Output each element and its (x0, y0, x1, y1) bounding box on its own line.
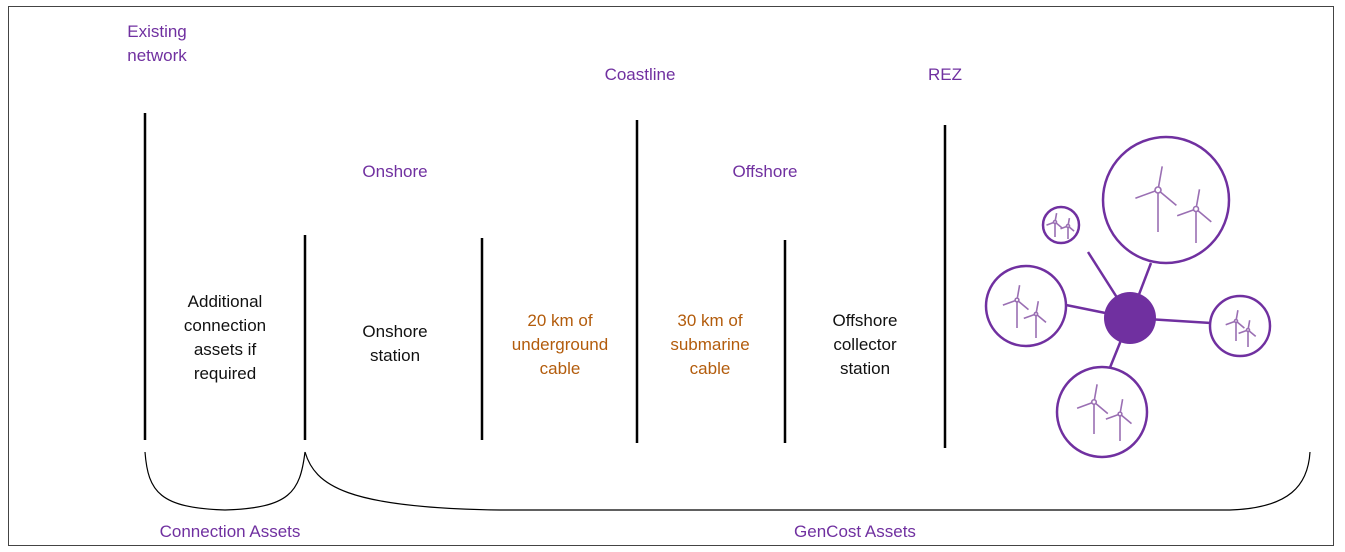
turbine-blade (1135, 189, 1159, 199)
gencost-assets-label: GenCost Assets (794, 522, 916, 541)
wind-farm (984, 135, 1272, 459)
wind-turbine-glyph (1225, 310, 1245, 341)
gencost-assets-bracket (304, 451, 1311, 511)
offshore-label: Offshore (732, 162, 798, 181)
wind-turbine-glyph (1046, 212, 1063, 237)
wind-turbine-glyph (1060, 217, 1075, 239)
wind-turbine-glyph (1238, 320, 1257, 347)
onshore-station-label: Onshore station (362, 322, 428, 365)
wind-turbine-glyph (1135, 166, 1177, 232)
turbine-glyphs (1002, 166, 1257, 441)
underground-cable-label: 20 km of underground cable (511, 311, 609, 378)
turbine-hub (1233, 318, 1239, 324)
wind-turbine-icon (1041, 205, 1081, 245)
turbine-hub (1065, 223, 1071, 229)
turbine-blade (1176, 208, 1197, 217)
wind-turbine-glyph (1002, 285, 1030, 328)
wind-turbine-glyph (1023, 301, 1047, 338)
submarine-cable-label: 30 km of submarine cable (670, 311, 750, 378)
boundary-lines (143, 113, 947, 448)
offshore-hub-icon (1104, 292, 1156, 344)
wind-turbine-glyph (1105, 399, 1133, 441)
coastline-label: Coastline (604, 65, 676, 84)
additional-connection-assets-label: Additional connection assets if required (183, 292, 267, 383)
turbine-hub (1014, 297, 1020, 303)
turbine-hub (1090, 398, 1098, 406)
wind-turbine-icon (1101, 135, 1231, 265)
turbine-hub (1192, 205, 1200, 213)
wind-turbine-icon (1055, 365, 1149, 459)
wind-turbine-icon (1208, 294, 1272, 358)
turbine-blade (1157, 166, 1163, 191)
turbine-blade (1157, 189, 1177, 207)
turbine-hub (1052, 219, 1058, 225)
diagram-frame (8, 6, 1334, 546)
turbine-hub (1154, 186, 1162, 194)
existing-network-label: Existing network (127, 22, 187, 65)
turbine-blade (1195, 208, 1212, 223)
offshore-collector-station-label: Offshore collector station (832, 311, 898, 378)
connection-assets-label: Connection Assets (159, 522, 301, 541)
wind-turbine-icon (984, 264, 1068, 348)
turbine-blade (1195, 189, 1201, 210)
wind-turbine-glyph (1076, 384, 1109, 434)
connection-assets-bracket (144, 451, 306, 511)
wind-turbine-glyph (1176, 189, 1212, 243)
turbine-hub (1033, 311, 1039, 317)
turbine-hub (1117, 411, 1123, 417)
rez-label: REZ (928, 65, 962, 84)
turbine-hub (1245, 327, 1251, 333)
onshore-label: Onshore (362, 162, 428, 181)
